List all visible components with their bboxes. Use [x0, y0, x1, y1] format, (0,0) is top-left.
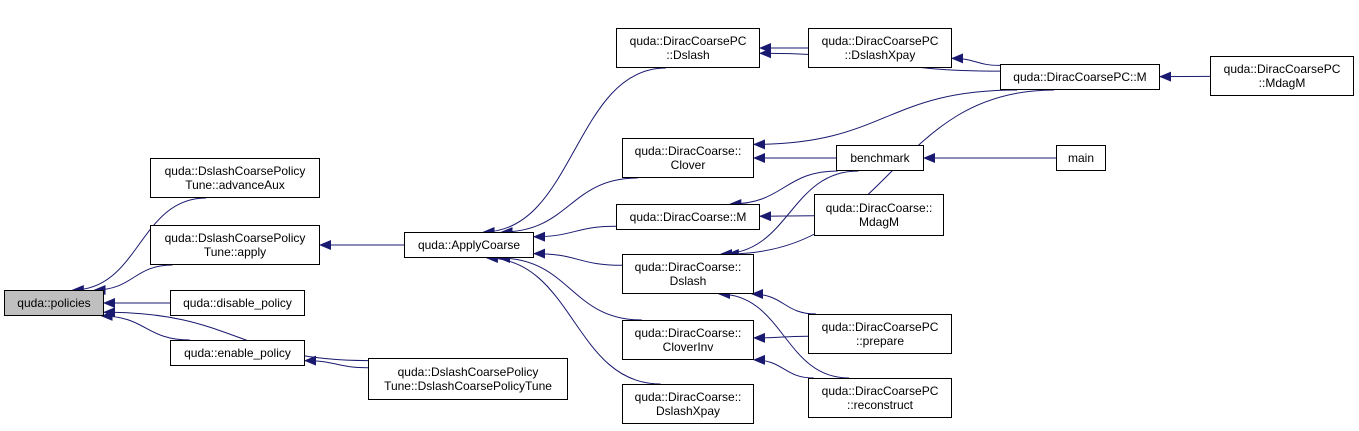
node-label: quda::DslashCoarsePolicy	[164, 231, 306, 245]
node-apply-coarse[interactable]: quda::ApplyCoarse	[404, 232, 534, 258]
node-label: quda::DiracCoarse::	[634, 144, 742, 158]
node-label: MdagM	[858, 215, 899, 229]
node-diraccoarsepc-mdagm[interactable]: quda::DiracCoarsePC::MdagM	[1210, 56, 1354, 96]
node-label: quda::DiracCoarse::	[634, 326, 742, 340]
node-label: quda::DiracCoarsePC	[821, 384, 939, 398]
edge-enable_policy-to-policies	[100, 311, 190, 341]
node-label: main	[1067, 151, 1094, 165]
node-label: benchmark	[850, 151, 910, 165]
node-label: quda::DslashCoarsePolicy	[164, 164, 306, 178]
edges	[71, 43, 1211, 385]
node-diraccoarse-mdagm[interactable]: quda::DiracCoarse::MdagM	[814, 194, 944, 236]
node-diraccoarse-m[interactable]: quda::DiracCoarse::M	[616, 204, 760, 230]
node-label: quda::enable_policy	[184, 346, 291, 360]
node-label: Tune::DslashCoarsePolicyTune	[384, 379, 552, 393]
node-label: quda::DiracCoarsePC	[1223, 62, 1341, 76]
node-label: quda::ApplyCoarse	[417, 238, 521, 252]
node-main[interactable]: main	[1056, 145, 1106, 171]
node-label: Clover	[670, 158, 706, 172]
node-label: ::reconstruct	[846, 398, 914, 412]
node-label: quda::disable_policy	[183, 296, 292, 310]
edge-dc_M-to-ApplyCoarse	[533, 225, 617, 242]
edge-cloverinv-to-ApplyCoarse	[498, 253, 642, 321]
node-enable-policy[interactable]: quda::enable_policy	[170, 340, 305, 366]
edge-dc_dslashxpay-to-ApplyCoarse	[485, 253, 661, 385]
node-label: ::DslashXpay	[844, 48, 916, 62]
node-diraccoarse-clover[interactable]: quda::DiracCoarse::Clover	[622, 138, 754, 178]
node-diraccoarse-dslash[interactable]: quda::DiracCoarse::Dslash	[622, 254, 754, 294]
node-label: CloverInv	[662, 340, 714, 354]
edge-tune_ctor-to-enable_policy	[304, 355, 369, 369]
node-label: quda::policies	[17, 296, 91, 310]
node-label: quda::DiracCoarsePC	[821, 34, 939, 48]
edge-pc_prepare-to-dc_dslash	[751, 289, 817, 315]
node-diraccoarse-cloverinv[interactable]: quda::DiracCoarse::CloverInv	[622, 320, 754, 360]
node-label: ::MdagM	[1258, 76, 1306, 90]
node-diraccoarsepc-dslash[interactable]: quda::DiracCoarsePC::Dslash	[616, 28, 760, 68]
node-label: quda::DiracCoarse::M	[629, 210, 747, 224]
edge-benchmark-to-dc_dslash	[720, 170, 859, 259]
node-label: quda::DiracCoarse::	[634, 390, 742, 404]
edge-pc_reconstruct-to-cloverinv	[753, 354, 814, 379]
node-label: quda::DiracCoarse::	[825, 201, 933, 215]
node-label: quda::DiracCoarsePC	[629, 34, 747, 48]
edge-benchmark-to-dc_M	[729, 170, 838, 209]
node-label: quda::DiracCoarsePC::M	[1013, 70, 1147, 84]
node-label: DslashXpay	[655, 404, 721, 418]
node-label: ::prepare	[855, 334, 905, 348]
edge-clover-to-ApplyCoarse	[500, 177, 638, 237]
edge-dc_dslash-to-ApplyCoarse	[533, 248, 623, 266]
edge-pc_prepare-to-cloverinv	[753, 332, 809, 343]
node-label: Tune::apply	[203, 245, 267, 259]
node-label: Dslash	[669, 274, 707, 288]
edge-tune_ctor-to-policies	[103, 307, 369, 362]
node-label: Tune::advanceAux	[185, 178, 285, 192]
node-benchmark[interactable]: benchmark	[836, 145, 924, 171]
node-policies: quda::policies	[4, 290, 104, 316]
edge-pc_reconstruct-to-dc_dslash	[718, 289, 850, 379]
node-diraccoarsepc-reconstruct[interactable]: quda::DiracCoarsePC::reconstruct	[808, 378, 952, 418]
node-diraccoarsepc-m[interactable]: quda::DiracCoarsePC::M	[1000, 64, 1160, 90]
node-label: quda::DiracCoarse::	[634, 260, 742, 274]
edge-pc_dslash-to-ApplyCoarse	[482, 67, 666, 237]
edge-apply-to-policies	[93, 264, 173, 295]
edge-pc_M-to-dc_dslash	[726, 89, 1055, 259]
node-label: ::Dslash	[666, 48, 710, 62]
edge-pc_M-to-pc_dslashxpay	[951, 53, 1001, 66]
node-label: quda::DiracCoarsePC	[821, 320, 939, 334]
edge-pc_M-to-clover	[753, 89, 1018, 150]
node-diraccoarsepc-prepare[interactable]: quda::DiracCoarsePC::prepare	[808, 314, 952, 354]
node-diraccoarsepc-dslashxpay[interactable]: quda::DiracCoarsePC::DslashXpay	[808, 28, 952, 68]
node-diraccoarse-dslashxpay[interactable]: quda::DiracCoarse::DslashXpay	[622, 384, 754, 424]
node-disable-policy[interactable]: quda::disable_policy	[170, 290, 305, 316]
node-label: quda::DslashCoarsePolicy	[397, 365, 539, 379]
